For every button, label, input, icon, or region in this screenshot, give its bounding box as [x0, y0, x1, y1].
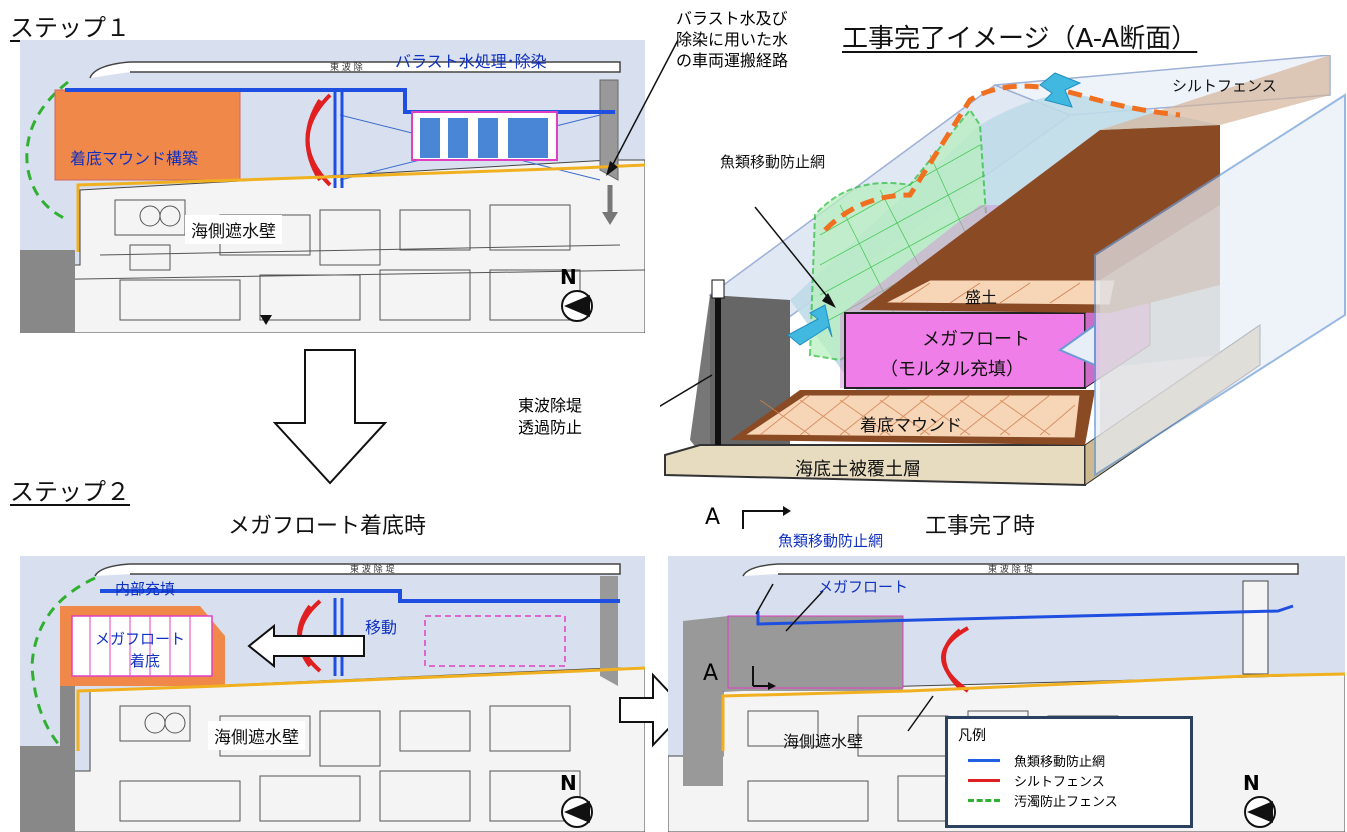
move-label: 移動	[365, 618, 398, 637]
down-arrow-icon	[272, 349, 388, 485]
north-label: N	[1243, 771, 1260, 795]
step1-callout: バラスト水及び 除染に用いた水 の車両運搬経路	[676, 9, 789, 70]
legend: 凡例 魚類移動防止網 シルトフェンス 汚濁防止フェンス	[945, 716, 1193, 828]
megafloat-landing-label-1: メガフロート	[95, 630, 186, 648]
step1-north-marker: N	[560, 265, 594, 323]
section-title: 工事完了イメージ（A-A断面）	[842, 24, 1198, 54]
complete-section-marker: A	[703, 661, 719, 686]
step1-ballast-label: バラスト水処理･除染	[395, 52, 547, 71]
legend-label: シルトフェンス	[1014, 775, 1105, 790]
megafloat-landing-label-2: 着底	[130, 652, 161, 670]
step1-road-label: 東 波 除	[330, 63, 363, 73]
step2-road-label: 東 波 除 堤	[350, 565, 395, 575]
legend-swatch-turbidity-fence	[968, 799, 1000, 802]
legend-label: 汚濁防止フェンス	[1014, 795, 1118, 810]
step1-heading: ステップ１	[10, 14, 130, 42]
silt-fence-label: シルトフェンス	[1172, 77, 1277, 95]
compass-icon	[1244, 796, 1276, 828]
complete-wall-label: 海側遮水壁	[783, 732, 864, 751]
fill-label: 盛土	[965, 288, 998, 307]
complete-title: 工事完了時	[925, 514, 1036, 539]
section-marker-top: A	[705, 505, 793, 531]
complete-fish-net-top-label: 魚類移動防止網	[778, 532, 884, 550]
compass-icon	[561, 290, 593, 322]
step1-wall-label: 海側遮水壁	[185, 215, 282, 244]
step2-title: メガフロート着底時	[228, 514, 427, 539]
step2-wall-label: 海側遮水壁	[208, 721, 305, 750]
legend-label: 魚類移動防止網	[1014, 755, 1106, 770]
complete-north-marker: N	[1243, 771, 1277, 829]
seabed-layer-label: 海底土被覆土層	[795, 459, 921, 480]
megafloat-label: メガフロート	[922, 329, 1030, 350]
inner-fill-label: 内部充填	[115, 580, 176, 598]
step1-callout-leader	[606, 39, 679, 176]
step1-map: 東 波 除 バラスト水処理･除染 着底マウンド構築 海側遮水壁 N	[20, 40, 645, 333]
megafloat-sub-label: （モルタル充填）	[880, 359, 1024, 380]
north-label: N	[560, 771, 577, 795]
step2-north-marker: N	[560, 771, 594, 829]
complete-map: 東 波 除 堤 魚類移動防止網 メガフロート A 海側遮水壁 N	[668, 556, 1345, 832]
complete-road-label: 東 波 除 堤	[988, 565, 1033, 575]
step2-heading: ステップ２	[10, 478, 130, 506]
legend-swatch-fish-net	[968, 759, 1000, 762]
complete-megafloat-label: メガフロート	[818, 578, 909, 596]
north-label: N	[560, 265, 577, 289]
step2-map: 東 波 除 堤 内部充填 メガフロート 着底 移動 海側遮水壁 N	[20, 556, 645, 832]
legend-title: 凡例	[958, 728, 986, 744]
section-diagram: シルトフェンス 魚類移動防止網 盛土 メガフロート （モルタル充填） 着底マウン…	[660, 55, 1347, 495]
legend-swatch-silt-fence	[968, 779, 1000, 782]
mound-label: 着底マウンド	[860, 416, 962, 436]
step1-mound-label: 着底マウンド構築	[70, 149, 199, 168]
fish-net-label: 魚類移動防止網	[720, 153, 826, 171]
compass-icon	[561, 796, 593, 828]
section-arrow-icon	[742, 506, 792, 529]
section-marker-letter: A	[705, 505, 721, 530]
breakwater-label: 東波除堤 透過防止	[518, 396, 583, 437]
